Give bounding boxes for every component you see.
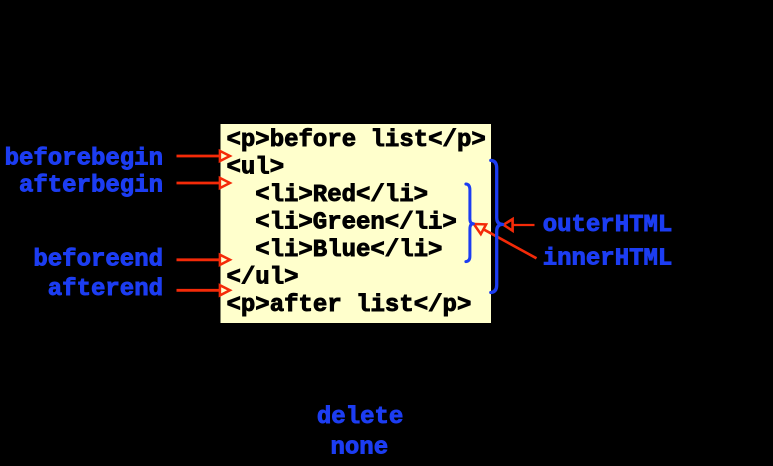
svg-text:outerHTML: outerHTML (543, 212, 673, 239)
svg-text:<li>Red</li>: <li>Red</li> (255, 182, 428, 209)
svg-text:delete: delete (317, 404, 403, 431)
svg-text:<li>Blue</li>: <li>Blue</li> (255, 237, 442, 264)
svg-text:none: none (331, 435, 389, 462)
svg-text:<li>Green</li>: <li>Green</li> (255, 210, 457, 237)
svg-text:innerHTML: innerHTML (543, 246, 673, 273)
svg-text:afterend: afterend (48, 276, 163, 303)
svg-text:beforebegin: beforebegin (5, 146, 163, 173)
svg-text:<ul>: <ul> (227, 155, 285, 182)
svg-text:<p>after list</p>: <p>after list</p> (227, 292, 472, 319)
svg-text:afterbegin: afterbegin (19, 173, 163, 200)
svg-text:<p>before list</p>: <p>before list</p> (227, 127, 486, 154)
svg-text:</ul>: </ul> (227, 265, 299, 292)
svg-text:beforeend: beforeend (33, 247, 163, 274)
